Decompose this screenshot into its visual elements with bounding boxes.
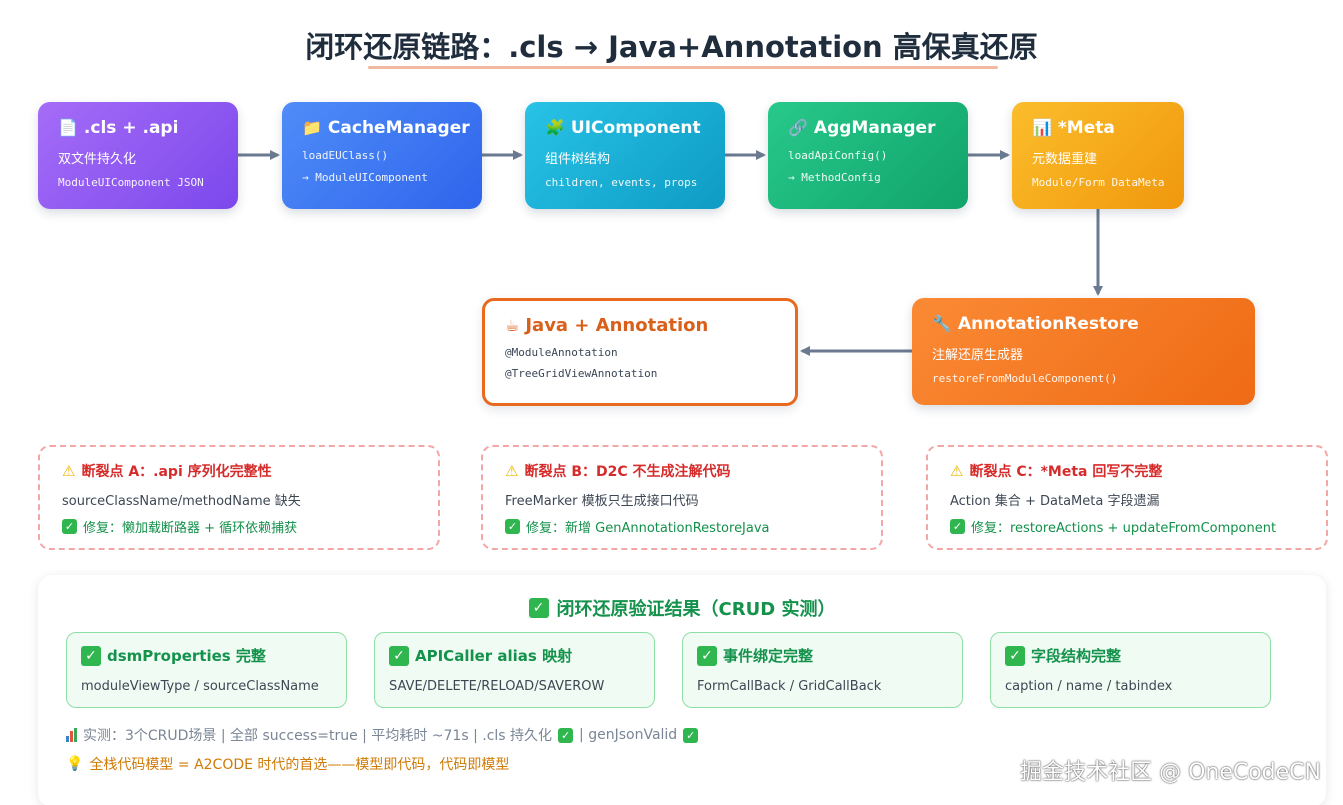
breakpoint-card-a: ⚠ 断裂点 A：.api 序列化完整性 sourceClassName/meth… [38, 445, 440, 550]
tip-text: 全栈代码模型 = A2CODE 时代的首选——模型即代码，代码即模型 [89, 757, 510, 773]
title-underline [368, 66, 998, 69]
node-code: loadEUClass() [302, 149, 389, 162]
breakpoint-fix: 修复：懒加载断路器 + 循环依赖捕获 [83, 521, 298, 536]
breakpoint-desc: sourceClassName/methodName 缺失 [62, 494, 301, 509]
node-code: restoreFromModuleComponent() [932, 372, 1118, 385]
warning-icon: ⚠ [505, 462, 519, 480]
result-panel: ✓ 闭环还原验证结果（CRUD 实测） ✓ dsmProperties 完整 m… [38, 575, 1326, 805]
check-icon: ✓ [950, 519, 965, 534]
node-title: .cls + .api [83, 118, 179, 138]
node-code: Module/Form DataMeta [1032, 176, 1165, 189]
wrench-icon: 🔧 [932, 314, 952, 333]
breakpoint-fix: 修复：restoreActions + updateFromComponent [971, 521, 1277, 536]
check-icon: ✓ [389, 645, 409, 666]
check-icon: ✓ [558, 727, 574, 743]
page-title: 闭环还原链路：.cls → Java+Annotation 高保真还原 [305, 30, 1038, 64]
node-title: AggManager [813, 118, 936, 138]
breakpoint-title: 断裂点 B：D2C 不生成注解代码 [524, 464, 731, 480]
node-agg-manager: 🔗 AggManager loadApiConfig() → MethodCon… [768, 102, 968, 209]
tip-line: 💡 全栈代码模型 = A2CODE 时代的首选——模型即代码，代码即模型 [66, 754, 509, 774]
result-card: ✓ dsmProperties 完整 moduleViewType / sour… [66, 632, 347, 708]
node-subtitle: 组件树结构 [545, 152, 611, 167]
node-title: Java + Annotation [525, 315, 709, 336]
breakpoint-title: 断裂点 A：.api 序列化完整性 [81, 464, 272, 480]
check-icon: ✓ [697, 645, 717, 666]
node-code: → ModuleUIComponent [302, 171, 428, 184]
node-title: UIComponent [570, 118, 701, 138]
check-icon: ✓ [81, 645, 101, 666]
node-subtitle: 注解还原生成器 [932, 348, 1024, 363]
node-code: children, events, props [545, 176, 698, 189]
result-card: ✓ APICaller alias 映射 SAVE/DELETE/RELOAD/… [374, 632, 655, 708]
card-desc: moduleViewType / sourceClassName [81, 679, 319, 694]
card-title: 事件绑定完整 [723, 647, 814, 665]
node-code: @ModuleAnnotation [505, 346, 618, 359]
result-card: ✓ 事件绑定完整 FormCallBack / GridCallBack [682, 632, 963, 708]
check-icon: ✓ [62, 519, 77, 534]
node-annotation-restore: 🔧 AnnotationRestore 注解还原生成器 restoreFromM… [912, 298, 1255, 405]
warning-icon: ⚠ [62, 462, 76, 480]
breakpoint-title: 断裂点 C：*Meta 回写不完整 [969, 464, 1163, 480]
node-ui-component: 🧩 UIComponent 组件树结构 children, events, pr… [525, 102, 725, 209]
card-title: 字段结构完整 [1031, 647, 1122, 665]
node-cache-manager: 📁 CacheManager loadEUClass() → ModuleUIC… [282, 102, 482, 209]
check-icon: ✓ [528, 598, 549, 618]
stats-text-tail: | genJsonValid [579, 727, 678, 743]
card-desc: caption / name / tabindex [1005, 679, 1173, 694]
node-title: AnnotationRestore [957, 314, 1139, 334]
stats-line: 实测：3个CRUD场景 | 全部 success=true | 平均耗时 ~71… [66, 725, 699, 745]
card-desc: SAVE/DELETE/RELOAD/SAVEROW [389, 679, 605, 694]
check-icon: ✓ [683, 727, 699, 743]
card-title: APICaller alias 映射 [415, 647, 573, 665]
node-title: *Meta [1057, 118, 1115, 138]
node-code: ModuleUIComponent JSON [58, 176, 204, 189]
breakpoint-card-c: ⚠ 断裂点 C：*Meta 回写不完整 Action 集合 + DataMeta… [926, 445, 1328, 550]
document-icon: 📄 [58, 118, 78, 137]
stats-text: 实测：3个CRUD场景 | 全部 success=true | 平均耗时 ~71… [83, 728, 553, 744]
node-code: loadApiConfig() [788, 149, 888, 162]
bar-chart-icon [66, 728, 77, 742]
lightbulb-icon: 💡 [66, 756, 84, 772]
node-java-annotation: ☕ Java + Annotation @ModuleAnnotation @T… [482, 298, 798, 406]
check-icon: ✓ [1005, 645, 1025, 666]
puzzle-icon: 🧩 [545, 118, 565, 137]
node-cls-api: 📄 .cls + .api 双文件持久化 ModuleUIComponent J… [38, 102, 238, 209]
coffee-icon: ☕ [505, 315, 520, 335]
breakpoint-desc: Action 集合 + DataMeta 字段遗漏 [950, 494, 1160, 509]
card-title: dsmProperties 完整 [107, 647, 266, 665]
breakpoint-card-b: ⚠ 断裂点 B：D2C 不生成注解代码 FreeMarker 模板只生成接口代码… [481, 445, 883, 550]
bar-chart-icon: 📊 [1032, 118, 1052, 137]
node-title: CacheManager [327, 118, 470, 138]
breakpoint-desc: FreeMarker 模板只生成接口代码 [505, 494, 699, 509]
breakpoint-fix: 修复：新增 GenAnnotationRestoreJava [526, 521, 770, 536]
result-title: 闭环还原验证结果（CRUD 实测） [556, 599, 836, 620]
folder-icon: 📁 [302, 118, 322, 137]
node-code: @TreeGridViewAnnotation [505, 367, 658, 380]
link-icon: 🔗 [788, 118, 808, 137]
node-code: → MethodConfig [788, 171, 881, 184]
watermark: 掘金技术社区 @ OneCodeCN [1020, 760, 1321, 785]
node-subtitle: 双文件持久化 [58, 152, 137, 167]
warning-icon: ⚠ [950, 462, 964, 480]
card-desc: FormCallBack / GridCallBack [697, 679, 882, 694]
node-subtitle: 元数据重建 [1032, 152, 1098, 167]
node-meta: 📊 *Meta 元数据重建 Module/Form DataMeta [1012, 102, 1184, 209]
result-card: ✓ 字段结构完整 caption / name / tabindex [990, 632, 1271, 708]
check-icon: ✓ [505, 519, 520, 534]
